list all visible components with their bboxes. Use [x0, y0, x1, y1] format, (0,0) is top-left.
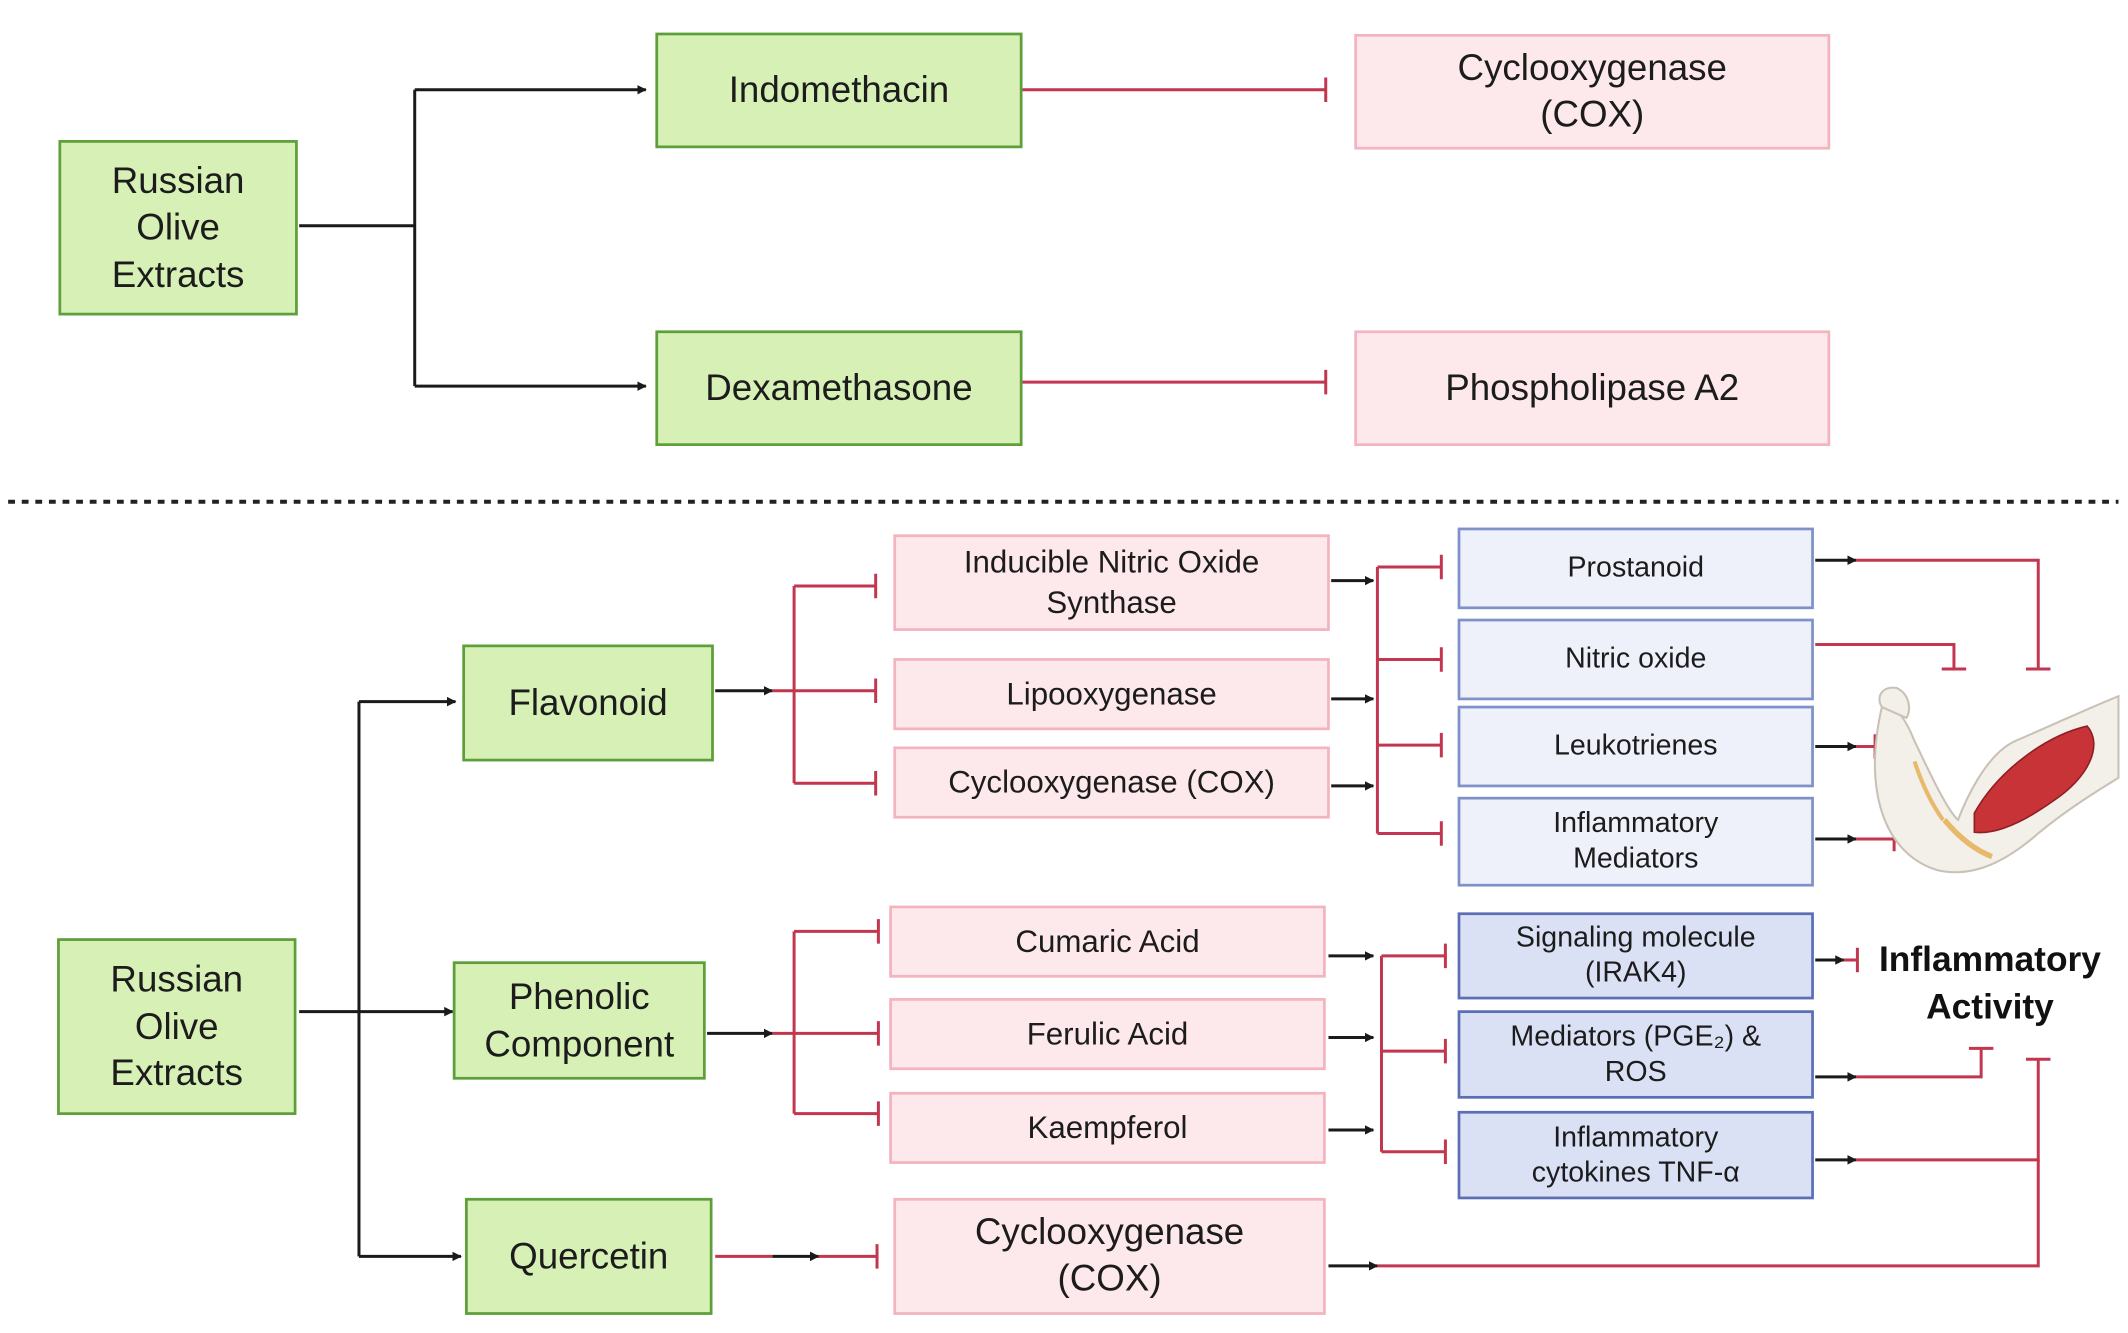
- product-box-nitric-oxide: Nitric oxide: [1457, 618, 1814, 701]
- phenolic-connectors: [707, 919, 1447, 1164]
- quercetin-connectors: [715, 1244, 879, 1269]
- arm-muscle-icon: [1873, 686, 2120, 874]
- target-box-phospholipase: Phospholipase A2: [1354, 330, 1831, 446]
- target-box-cox-quercetin: Cyclooxygenase (COX): [893, 1197, 1326, 1315]
- drug-box-dexamethasone: Dexamethasone: [655, 330, 1023, 446]
- compound-box-phenolic: Phenolic Component: [452, 961, 706, 1080]
- target-box-cumaric-acid: Cumaric Acid: [889, 905, 1326, 978]
- target-box-ferulic-acid: Ferulic Acid: [889, 998, 1326, 1071]
- target-box-kaempferol: Kaempferol: [889, 1091, 1326, 1164]
- target-box-cox-top: Cyclooxygenase (COX): [1354, 33, 1831, 150]
- product-box-pge2-ros: Mediators (PGE₂) & ROS: [1457, 1010, 1814, 1099]
- product-box-inflammatory-mediators: Inflammatory Mediators: [1457, 796, 1814, 887]
- drug-box-indomethacin: Indomethacin: [655, 32, 1023, 149]
- outcome-connectors: [1328, 555, 2051, 1271]
- compound-box-quercetin: Quercetin: [465, 1197, 713, 1315]
- source-box-bottom: Russian Olive Extracts: [57, 938, 297, 1115]
- compound-box-flavonoid: Flavonoid: [462, 644, 714, 762]
- product-box-prostanoid: Prostanoid: [1457, 527, 1814, 610]
- bottom-source-connectors: [299, 696, 462, 1262]
- inflammatory-activity-label: Inflammatory Activity: [1878, 938, 2101, 1027]
- product-box-irak4: Signaling molecule (IRAK4): [1457, 912, 1814, 1000]
- product-box-leukotrienes: Leukotrienes: [1457, 705, 1814, 788]
- target-box-inos: Inducible Nitric Oxide Synthase: [893, 534, 1330, 631]
- source-box-top: Russian Olive Extracts: [58, 140, 298, 316]
- target-box-cox-flavonoid: Cyclooxygenase (COX): [893, 746, 1330, 819]
- top-connectors: [299, 77, 1328, 395]
- flavonoid-connectors: [715, 554, 1443, 846]
- target-box-lipooxygenase: Lipooxygenase: [893, 658, 1330, 731]
- product-box-tnf-alpha: Inflammatory cytokines TNF-α: [1457, 1110, 1814, 1200]
